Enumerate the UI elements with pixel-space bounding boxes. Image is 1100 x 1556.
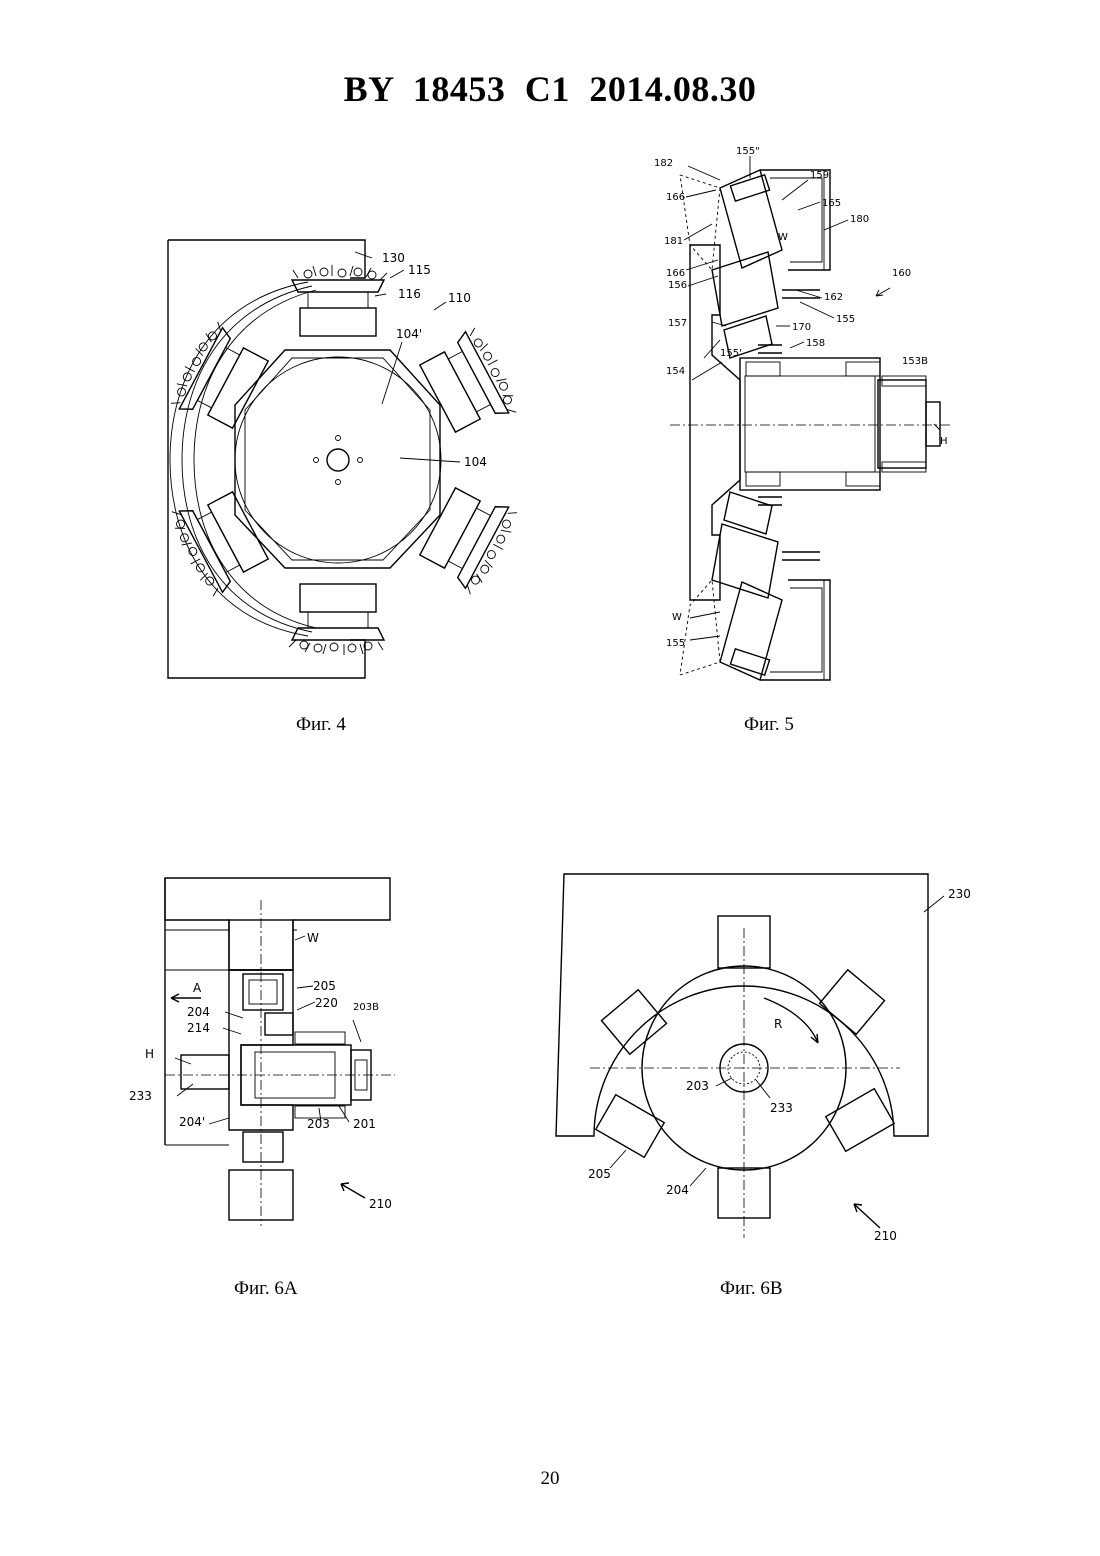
- figure-5-caption: Фиг. 5: [744, 714, 794, 736]
- figure-6a-caption: Фиг. 6A: [234, 1278, 298, 1300]
- fig6a-label-a: A: [193, 981, 202, 995]
- fig6a-label-204-prime: 204': [179, 1115, 205, 1129]
- fig4-label-130: 130: [382, 251, 405, 265]
- figure-5-drawing: 155" 182 159 166 165 180 181 W 166 160 1…: [650, 140, 960, 690]
- fig6a-label-w: W: [307, 931, 319, 945]
- fig5-label-170: 170: [792, 322, 811, 333]
- fig6b-label-205: 205: [588, 1167, 611, 1181]
- fig5-label-182: 182: [654, 158, 673, 169]
- fig5-label-181: 181: [664, 236, 683, 247]
- fig6b-label-r: R: [774, 1017, 782, 1031]
- fig5-label-180: 180: [850, 214, 869, 225]
- fig4-label-116: 116: [398, 287, 421, 301]
- fig6a-label-203: 203: [307, 1117, 330, 1131]
- fig6a-label-210: 210: [369, 1197, 392, 1211]
- figure-4-caption: Фиг. 4: [296, 714, 346, 736]
- fig5-label-155-mid: 155: [836, 314, 855, 325]
- fig6a-label-205: 205: [313, 979, 336, 993]
- page-number: 20: [0, 1468, 1100, 1490]
- fig6a-label-233: 233: [129, 1089, 152, 1103]
- fig5-label-w-bottom: W: [672, 612, 682, 623]
- fig6b-label-210: 210: [874, 1229, 897, 1243]
- fig6b-label-233: 233: [770, 1101, 793, 1115]
- figure-6b-caption: Фиг. 6B: [720, 1278, 783, 1300]
- fig6b-label-203: 203: [686, 1079, 709, 1093]
- fig5-label-165: 165: [822, 198, 841, 209]
- fig4-label-104-prime: 104': [396, 327, 422, 341]
- fig5-label-162: 162: [824, 292, 843, 303]
- fig5-label-153b: 153B: [902, 356, 928, 367]
- fig5-label-155-dprime: 155": [736, 146, 760, 157]
- figure-6b-drawing: 230 R 203 233 205 204 210: [550, 868, 990, 1248]
- fig4-label-104: 104: [464, 455, 487, 469]
- fig5-label-h: H: [940, 436, 948, 447]
- fig6a-label-204: 204: [187, 1005, 210, 1019]
- fig5-label-156: 156: [668, 280, 687, 291]
- fig6a-label-220: 220: [315, 996, 338, 1010]
- fig4-label-110: 110: [448, 291, 471, 305]
- fig6b-label-230: 230: [948, 887, 971, 901]
- fig5-label-166-mid: 166: [666, 268, 685, 279]
- figure-4-drawing: 130 115 116 110 104' 104: [150, 230, 530, 690]
- fig5-label-160: 160: [892, 268, 911, 279]
- fig6a-label-214: 214: [187, 1021, 210, 1035]
- fig6b-label-204: 204: [666, 1183, 689, 1197]
- document-header: BY 18453 C1 2014.08.30: [0, 68, 1100, 110]
- fig5-label-157: 157: [668, 318, 687, 329]
- fig5-label-158: 158: [806, 338, 825, 349]
- fig5-label-166-top: 166: [666, 192, 685, 203]
- fig6a-label-h: H: [145, 1047, 154, 1061]
- fig5-label-155-bottom: 155: [666, 638, 685, 649]
- fig5-label-155-prime: 155': [720, 348, 742, 359]
- figure-6a-drawing: W 205 A 220 204 203B 214 H 233 204' 203 …: [125, 870, 415, 1230]
- fig6a-label-203b: 203B: [353, 1002, 379, 1013]
- fig5-label-159: 159: [810, 170, 829, 181]
- fig5-label-w-top: W: [778, 232, 788, 243]
- fig5-label-154: 154: [666, 366, 685, 377]
- fig6a-label-201: 201: [353, 1117, 376, 1131]
- fig4-label-115: 115: [408, 263, 431, 277]
